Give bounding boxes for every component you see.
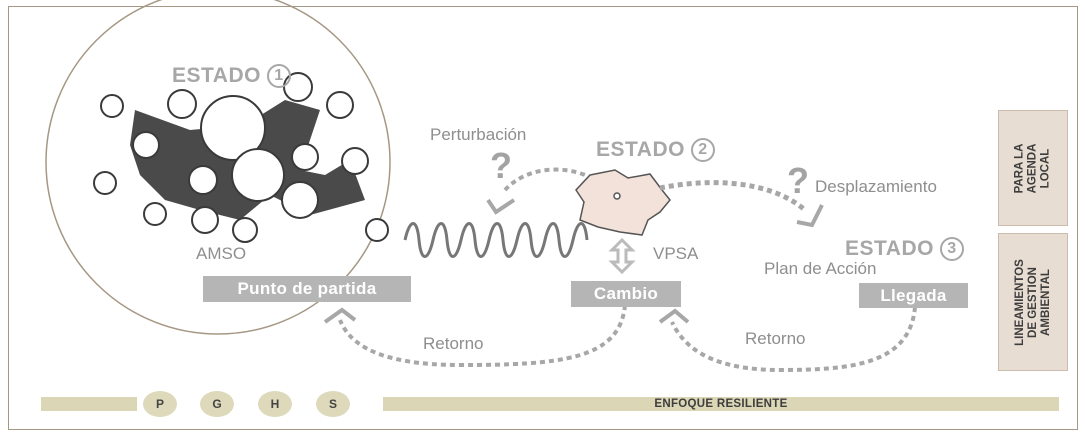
- retorno-left-label: Retorno: [423, 334, 484, 353]
- plan-accion-label: Plan de Acción: [764, 259, 877, 278]
- network-illustration: [93, 72, 389, 243]
- state1-text: ESTADO: [172, 64, 261, 87]
- state1-circle: [45, 0, 391, 335]
- llegada-box: Llegada: [859, 283, 968, 308]
- arrow-retorno-left-head: [323, 307, 357, 324]
- state1-label: ESTADO 1: [172, 64, 291, 88]
- arrow-retorno-left: [338, 304, 627, 368]
- arrow-retorno-right-head: [658, 308, 690, 324]
- state2-label: ESTADO 2: [596, 138, 715, 162]
- perturbacion-label: Perturbación: [430, 125, 527, 144]
- pill-s: S: [316, 391, 350, 417]
- cambio-box: Cambio: [571, 281, 681, 307]
- arrow-desplazamiento-head: [796, 204, 824, 228]
- pill-h: H: [258, 391, 292, 417]
- desplazamiento-label: Desplazamiento: [815, 177, 937, 196]
- side-panel-lineamientos: LINEAMIENTOS DE GESTION AMBIENTAL: [998, 233, 1068, 371]
- vpsa-label: VPSA: [653, 244, 699, 263]
- arrow-desplazamiento: [659, 180, 807, 212]
- state2-text: ESTADO: [596, 138, 685, 161]
- state3-number: 3: [939, 237, 964, 261]
- arrow-perturbacion: [503, 167, 586, 192]
- arrow-perturbacion-head: [486, 198, 516, 215]
- side-panel-lineamientos-text: LINEAMIENTOS DE GESTION AMBIENTAL: [1013, 258, 1052, 346]
- arrow-retorno-right: [670, 306, 917, 373]
- state2-shape: [575, 169, 671, 236]
- retorno-right-label: Retorno: [745, 329, 806, 348]
- side-panel-agenda-local: PARA LA AGENDA LOCAL: [998, 110, 1068, 226]
- question-mark-1: ?: [490, 145, 512, 186]
- question-mark-2: ?: [787, 160, 809, 201]
- pill-p: P: [143, 391, 177, 417]
- vpsa-arrow: [608, 237, 636, 275]
- state1-number: 1: [266, 64, 291, 88]
- state2-number: 2: [690, 138, 715, 162]
- state2-dot: [613, 192, 621, 200]
- bottom-bar-left: [41, 397, 137, 411]
- side-panel-agenda-local-text: PARA LA AGENDA LOCAL: [1013, 143, 1052, 193]
- spring-coil: [403, 222, 589, 258]
- diagram-frame: [8, 6, 1078, 430]
- enfoque-resiliente-bar: ENFOQUE RESILIENTE: [383, 397, 1059, 411]
- state3-label: ESTADO 3: [845, 237, 964, 261]
- amso-label: AMSO: [196, 244, 247, 263]
- state3-text: ESTADO: [845, 237, 934, 260]
- pill-g: G: [200, 391, 234, 417]
- punto-partida-box: Punto de partida: [203, 276, 411, 302]
